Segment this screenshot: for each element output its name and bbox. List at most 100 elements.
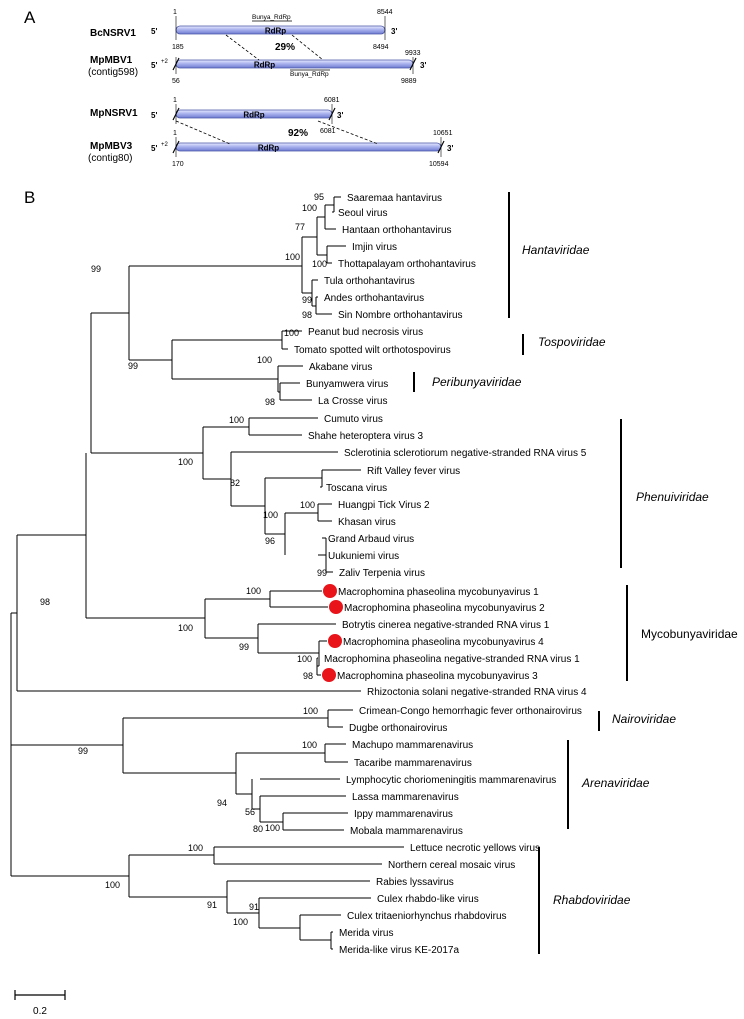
taxon-label: Bunyamwera virus (306, 379, 388, 390)
contig-label: (contig80) (88, 153, 132, 164)
taxon-label: Ippy mammarenavirus (354, 809, 453, 820)
taxon-label: Merida virus (339, 928, 393, 939)
bootstrap-value: 82 (230, 478, 240, 488)
bootstrap-value: 100 (284, 328, 299, 338)
start-position: 1 (173, 97, 177, 104)
bootstrap-value: 95 (314, 192, 324, 202)
cds-start-position: 170 (172, 161, 184, 168)
bootstrap-value: 100 (312, 259, 327, 269)
bunya-rdrp-motif-label: Bunya_RdRp (290, 71, 329, 78)
taxon-label: Tacaribe mammarenavirus (354, 758, 472, 769)
taxon-label: Culex tritaeniorhynchus rhabdovirus (347, 911, 507, 922)
bootstrap-value: 100 (246, 586, 261, 596)
bootstrap-value: 91 (249, 902, 259, 912)
taxon-label: Macrophomina phaseolina mycobunyavirus 1 (338, 587, 539, 598)
taxon-label: Rabies lyssavirus (376, 877, 454, 888)
taxon-label: Lettuce necrotic yellows virus (410, 843, 540, 854)
panel-label-a: A (24, 8, 36, 27)
highlight-marker (323, 584, 337, 598)
taxon-label: Zaliv Terpenia virus (339, 568, 425, 579)
taxon-label: Huangpi Tick Virus 2 (338, 500, 430, 511)
break-mark (437, 140, 445, 154)
contig-label: (contig598) (88, 67, 138, 78)
panel-label-b: B (24, 188, 35, 207)
end-position: 10651 (433, 130, 453, 137)
five-prime-label: 5' (151, 111, 157, 120)
taxon-label: Rift Valley fever virus (367, 466, 460, 477)
five-prime-label: 5' (151, 27, 157, 36)
genome-name: BcNSRV1 (90, 28, 136, 39)
bootstrap-value: 94 (217, 798, 227, 808)
start-position: 1 (173, 9, 177, 16)
taxon-label: Thottapalayam orthohantavirus (338, 259, 476, 270)
bootstrap-value: 100 (257, 355, 272, 365)
cds-start-position: 185 (172, 44, 184, 51)
taxon-label: Macrophomina phaseolina mycobunyavirus 2 (344, 603, 545, 614)
three-prime-label: 3' (337, 111, 343, 120)
identity-percent: 29% (275, 42, 295, 53)
bootstrap-value: 100 (302, 203, 317, 213)
family-label: Nairoviridae (612, 712, 676, 726)
alignment-guide-line (225, 34, 260, 61)
bootstrap-value: 100 (178, 623, 193, 633)
five-prime-label: 5' (151, 144, 157, 153)
taxon-label: Macrophomina phaseolina mycobunyavirus 3 (337, 671, 538, 682)
taxon-label: Macrophomina phaseolina negative-strande… (324, 654, 580, 665)
bootstrap-value: 91 (207, 900, 217, 910)
start-position: 1 (173, 130, 177, 137)
taxon-label: Toscana virus (326, 483, 387, 494)
family-label: Arenaviridae (581, 776, 650, 790)
bootstrap-value: 100 (263, 510, 278, 520)
taxon-label: Merida-like virus KE-2017a (339, 945, 459, 956)
offset-label: +2 (161, 142, 169, 148)
family-label: Hantaviridae (522, 243, 590, 257)
end-position: 9933 (405, 50, 421, 57)
taxon-label: Grand Arbaud virus (328, 534, 414, 545)
break-mark (172, 140, 180, 154)
break-mark (328, 107, 336, 121)
bootstrap-value: 99 (91, 264, 101, 274)
phylogenetic-tree-branches (10, 196, 404, 1000)
family-label: Mycobunyaviridae (641, 627, 738, 641)
bootstrap-value: 99 (239, 642, 249, 652)
cds-end-position: 6081 (320, 128, 336, 135)
taxon-label: Andes orthohantavirus (324, 293, 424, 304)
taxon-label: Northern cereal mosaic virus (388, 860, 515, 871)
family-label: Rhabdoviridae (553, 893, 631, 907)
taxon-label: La Crosse virus (318, 396, 387, 407)
bootstrap-value: 98 (40, 597, 50, 607)
cds-end-position: 8494 (373, 44, 389, 51)
bootstrap-value: 100 (178, 457, 193, 467)
taxon-label: Mobala mammarenavirus (350, 826, 463, 837)
rdrp-domain-label: RdRp (254, 61, 275, 70)
bootstrap-value: 100 (303, 706, 318, 716)
taxon-label: Machupo mammarenavirus (352, 740, 473, 751)
taxon-label: Culex rhabdo-like virus (377, 894, 479, 905)
five-prime-label: 5' (151, 61, 157, 70)
cds-end-position: 10594 (429, 161, 449, 168)
bootstrap-value: 96 (265, 536, 275, 546)
alignment-guide-line (175, 120, 231, 145)
genome-name: MpNSRV1 (90, 108, 138, 119)
bootstrap-value: 99 (302, 295, 312, 305)
bootstrap-value: 100 (300, 500, 315, 510)
rdrp-domain-label: RdRp (243, 111, 264, 120)
identity-percent: 92% (288, 128, 308, 139)
taxon-label: Tula orthohantavirus (324, 276, 415, 287)
genome-name: MpMBV1 (90, 55, 133, 66)
taxon-label: Seoul virus (338, 208, 387, 219)
bootstrap-value: 99 (78, 746, 88, 756)
scale-bar-label: 0.2 (33, 1006, 47, 1017)
taxon-label: Sin Nombre orthohantavirus (338, 310, 463, 321)
bootstrap-value: 100 (285, 252, 300, 262)
highlight-marker (329, 600, 343, 614)
genome-bar (175, 59, 414, 69)
taxon-label: Hantaan orthohantavirus (342, 225, 452, 236)
taxon-label: Lymphocytic choriomeningitis mammarenavi… (346, 775, 556, 786)
bunya-rdrp-motif-label: Bunya_RdRp (252, 14, 291, 21)
taxon-label: Lassa mammarenavirus (352, 792, 459, 803)
bootstrap-value: 100 (265, 823, 280, 833)
